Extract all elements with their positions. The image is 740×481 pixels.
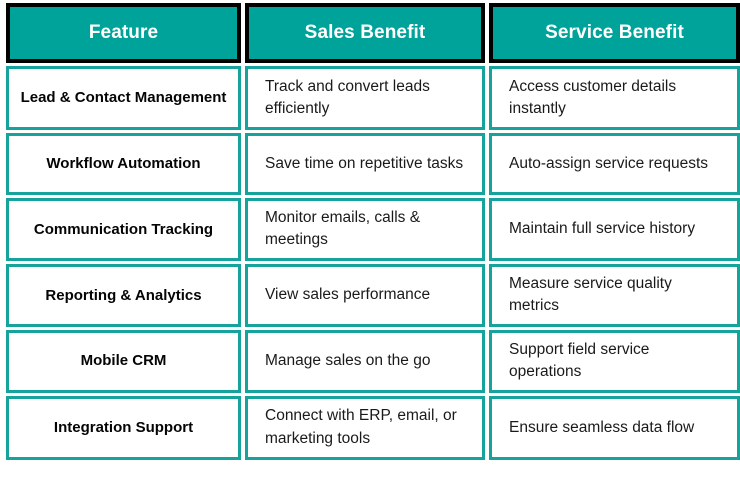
table-row: Integration Support Connect with ERP, em… [6,395,740,460]
table-header: Feature Sales Benefit Service Benefit [6,3,740,63]
cell-feature: Lead & Contact Management [6,66,241,130]
cell-feature: Communication Tracking [6,198,241,261]
cell-service-benefit: Measure service quality metrics [489,263,740,327]
column-header-feature: Feature [6,3,241,63]
table-row: Lead & Contact Management Track and conv… [6,66,740,130]
cell-service-benefit: Access customer details instantly [489,66,740,130]
cell-sales-benefit: Save time on repetitive tasks [245,133,485,195]
table-row: Reporting & Analytics View sales perform… [6,263,740,327]
crm-feature-comparison-table: Feature Sales Benefit Service Benefit Le… [2,0,740,463]
column-header-service-benefit: Service Benefit [489,3,740,63]
cell-service-benefit: Auto-assign service requests [489,133,740,195]
cell-sales-benefit: Track and convert leads efficiently [245,66,485,130]
cell-sales-benefit: Monitor emails, calls & meetings [245,198,485,261]
cell-service-benefit: Maintain full service history [489,198,740,261]
table-header-row: Feature Sales Benefit Service Benefit [6,3,740,63]
table-body: Lead & Contact Management Track and conv… [6,66,740,460]
column-header-sales-benefit: Sales Benefit [245,3,485,63]
table-row: Communication Tracking Monitor emails, c… [6,198,740,261]
cell-service-benefit: Ensure seamless data flow [489,395,740,460]
cell-feature: Integration Support [6,395,241,460]
table-row: Mobile CRM Manage sales on the go Suppor… [6,329,740,393]
cell-sales-benefit: Manage sales on the go [245,329,485,393]
cell-feature: Workflow Automation [6,133,241,195]
cell-sales-benefit: View sales performance [245,263,485,327]
cell-feature: Mobile CRM [6,329,241,393]
cell-service-benefit: Support field service operations [489,329,740,393]
cell-sales-benefit: Connect with ERP, email, or marketing to… [245,395,485,460]
cell-feature: Reporting & Analytics [6,263,241,327]
table-row: Workflow Automation Save time on repetit… [6,133,740,195]
